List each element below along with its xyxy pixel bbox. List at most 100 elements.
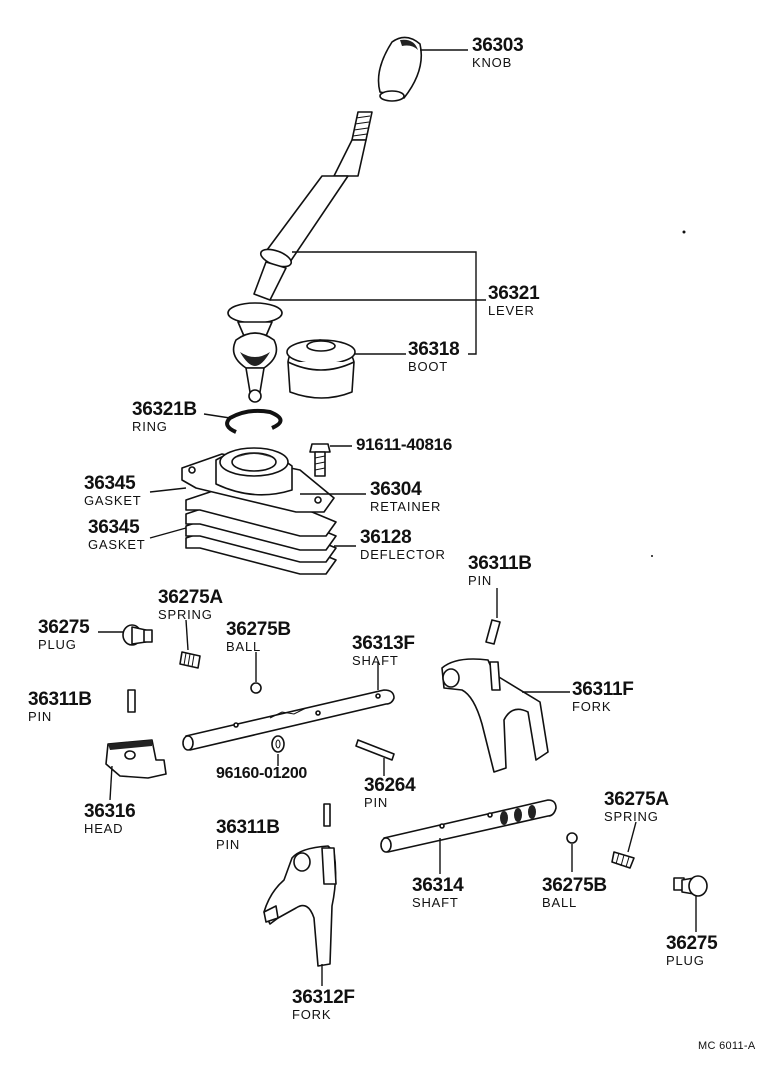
part-number: 91611-40816 <box>356 435 452 454</box>
part-name: GASKET <box>84 493 142 508</box>
callout-gasket-lower: 36345 GASKET <box>88 518 146 551</box>
lever-part <box>227 111 373 403</box>
shaft-lower-part <box>380 799 557 853</box>
snap-ring-part <box>271 735 285 753</box>
leader-line <box>292 251 477 355</box>
leader-line <box>149 527 187 539</box>
plug-lower-part <box>673 875 708 897</box>
pin-head-part <box>127 689 136 713</box>
fork-lower-part <box>263 845 337 967</box>
ring-part <box>225 408 283 434</box>
part-name: HEAD <box>84 821 124 836</box>
part-number: 36311B <box>468 553 532 574</box>
part-number: 36321 <box>488 283 540 304</box>
callout-gasket-upper: 36345 GASKET <box>84 474 142 507</box>
part-number: 36275 <box>38 617 90 638</box>
callout-fork-lower: 36312F FORK <box>292 988 355 1021</box>
part-number: 36304 <box>370 479 422 500</box>
retainer-stack-part <box>181 447 337 575</box>
callout-head: 36316 HEAD <box>84 801 136 836</box>
part-name: PIN <box>216 837 241 852</box>
leader-line <box>185 619 189 651</box>
part-number: 96160-01200 <box>216 765 308 782</box>
speck <box>651 555 653 557</box>
part-name: FORK <box>572 699 612 714</box>
boot-part <box>286 339 356 399</box>
callout-pin-fork-lower: 36311B PIN <box>216 818 280 851</box>
part-name: RING <box>132 419 168 434</box>
part-name: PIN <box>364 795 389 810</box>
part-name: KNOB <box>472 55 513 70</box>
part-number: 36303 <box>472 35 524 56</box>
leader-line <box>109 765 113 801</box>
callout-fork-right: 36311F FORK <box>572 680 634 713</box>
part-name: PIN <box>468 573 493 588</box>
diagram-code: MC 6011-A <box>698 1040 756 1052</box>
part-name: BOOT <box>408 359 449 374</box>
part-number: 36316 <box>84 801 136 822</box>
callout-retainer: 36304 RETAINER <box>370 480 441 513</box>
part-number: 36275A <box>158 587 223 608</box>
part-number: 36275 <box>666 933 718 954</box>
callout-boot: 36318 BOOT <box>408 339 460 374</box>
knob-part <box>377 36 423 102</box>
leader-line <box>627 821 637 853</box>
part-name: BALL <box>542 895 578 910</box>
callout-knob: 36303 KNOB <box>472 35 524 70</box>
part-name: GASKET <box>88 537 146 552</box>
bolt-part <box>309 443 331 477</box>
part-name: SHAFT <box>412 895 459 910</box>
part-number: 36275A <box>604 789 669 810</box>
part-name: SPRING <box>158 607 213 622</box>
callout-pin-36264: 36264 PIN <box>364 775 416 810</box>
callout-pin-fork-right: 36311B PIN <box>468 554 532 587</box>
part-number: 36321B <box>132 399 197 420</box>
part-number: 36311F <box>572 679 634 700</box>
callout-lever: 36321 LEVER <box>488 283 540 318</box>
part-number: 36311B <box>216 817 280 838</box>
leader-line <box>203 413 231 419</box>
leader-line <box>149 487 187 493</box>
callout-snap-ring: 96160-01200 <box>216 766 307 782</box>
head-part <box>105 739 167 779</box>
callout-pin-head: 36311B PIN <box>28 690 92 723</box>
pin-fork-lower-part <box>323 803 331 827</box>
callout-shaft-upper: 36313F SHAFT <box>352 634 415 667</box>
fork-right-part <box>441 658 549 773</box>
spring-lower-part <box>611 851 635 869</box>
speck <box>682 230 686 234</box>
callout-plug-lower: 36275 PLUG <box>666 933 718 967</box>
plug-upper-part <box>122 624 153 646</box>
part-name: PIN <box>28 709 53 724</box>
callout-bolt: 91611-40816 <box>356 436 452 453</box>
part-name: SPRING <box>604 809 659 824</box>
part-name: BALL <box>226 639 262 654</box>
pin-36264-part <box>355 739 395 761</box>
part-name: DEFLECTOR <box>360 547 446 562</box>
part-number: 36345 <box>88 517 140 538</box>
part-number: 36264 <box>364 775 416 796</box>
part-number: 36311B <box>28 689 92 710</box>
callout-spring-lower: 36275A SPRING <box>604 790 669 823</box>
part-number: 36318 <box>408 339 460 360</box>
spring-upper-part <box>179 651 201 669</box>
part-number: 36314 <box>412 875 464 896</box>
pin-fork-right-part <box>485 619 501 645</box>
part-number: 36128 <box>360 527 412 548</box>
part-number: 36312F <box>292 987 355 1008</box>
callout-ball-lower: 36275B BALL <box>542 876 607 909</box>
part-name: RETAINER <box>370 499 442 514</box>
callout-shaft-lower: 36314 SHAFT <box>412 875 464 910</box>
callout-plug-upper: 36275 PLUG <box>38 617 90 651</box>
part-number: 36275B <box>226 619 291 640</box>
part-number: 36313F <box>352 633 415 654</box>
part-name: LEVER <box>488 303 535 318</box>
callout-ball-upper: 36275B BALL <box>226 620 291 653</box>
callout-ring: 36321B RING <box>132 400 197 433</box>
ball-upper-part <box>250 682 262 694</box>
part-name: SHAFT <box>352 653 399 668</box>
shaft-upper-part <box>182 689 395 751</box>
callout-deflector: 36128 DEFLECTOR <box>360 528 446 561</box>
ball-lower-part <box>566 832 578 844</box>
